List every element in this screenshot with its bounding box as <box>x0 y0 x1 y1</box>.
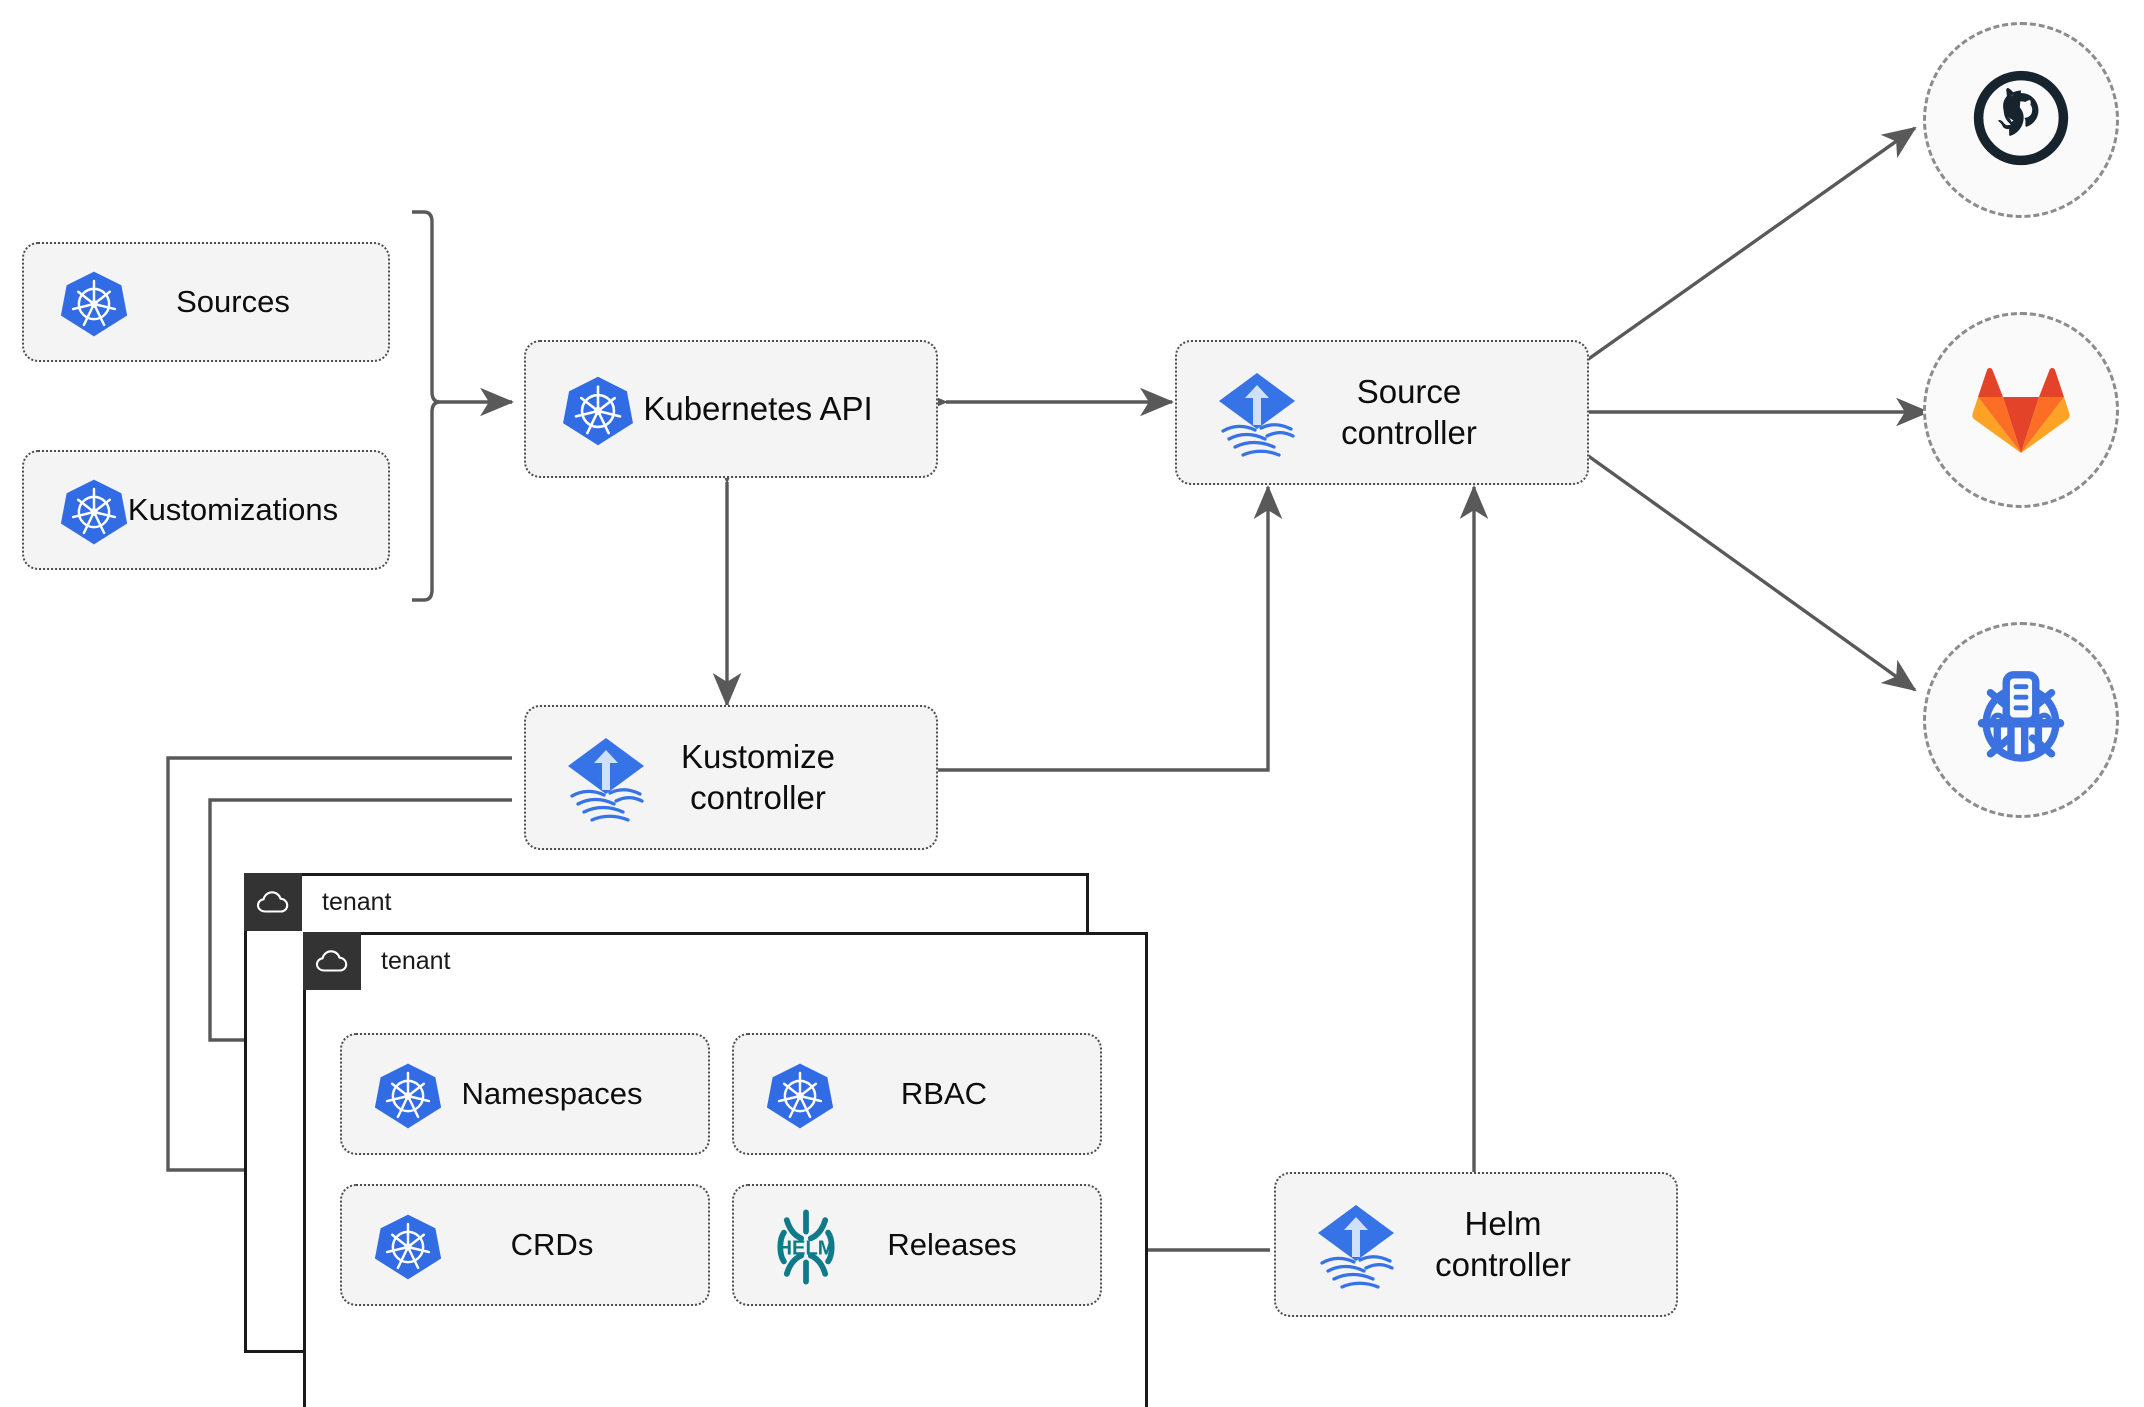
tenant-label-inner: tenant <box>381 946 451 975</box>
node-label: RBAC <box>900 1076 988 1112</box>
gitlab-icon <box>1969 359 2073 462</box>
tenant-header-outer: tenant <box>244 873 392 931</box>
node-kustomizations[interactable]: Kustomizations <box>22 450 390 570</box>
kubernetes-icon <box>372 1060 444 1132</box>
provider-helm-repository[interactable] <box>1923 622 2119 818</box>
provider-github[interactable] <box>1923 22 2119 218</box>
provider-gitlab[interactable] <box>1923 312 2119 508</box>
node-label: Kustomize controller <box>680 738 836 816</box>
node-helm-controller[interactable]: Helm controller <box>1274 1172 1678 1317</box>
github-icon <box>1968 65 2074 176</box>
node-label: CRDs <box>510 1227 594 1263</box>
node-rbac[interactable]: RBAC <box>732 1033 1102 1155</box>
kubernetes-icon <box>560 373 636 449</box>
node-label: Kubernetes API <box>643 389 873 427</box>
node-releases[interactable]: HELM Releases <box>732 1184 1102 1306</box>
flux-icon <box>1306 1197 1406 1297</box>
node-source-controller[interactable]: Source controller <box>1175 340 1589 485</box>
kubernetes-icon <box>58 268 130 340</box>
node-label: Kustomizations <box>127 492 339 528</box>
node-sources[interactable]: Sources <box>22 242 390 362</box>
node-crds[interactable]: CRDs <box>340 1184 710 1306</box>
helm-icon: HELM <box>758 1199 854 1295</box>
cloud-icon <box>244 873 302 931</box>
flux-icon <box>556 730 656 830</box>
node-label: Source controller <box>1341 373 1477 451</box>
kubernetes-icon <box>764 1060 836 1132</box>
node-label: Sources <box>176 284 290 320</box>
node-label: Releases <box>887 1227 1017 1263</box>
node-namespaces[interactable]: Namespaces <box>340 1033 710 1155</box>
kubernetes-icon <box>58 476 130 548</box>
flux-icon <box>1207 365 1307 465</box>
node-kustomize-controller[interactable]: Kustomize controller <box>524 705 938 850</box>
kubernetes-icon <box>372 1211 444 1283</box>
node-kubernetes-api[interactable]: Kubernetes API <box>524 340 938 478</box>
helm-repository-icon <box>1963 660 2079 781</box>
tenant-label-outer: tenant <box>322 887 392 916</box>
cloud-icon <box>303 932 361 990</box>
tenant-header-inner: tenant <box>303 932 451 990</box>
helm-wordmark: HELM <box>777 1238 834 1260</box>
tenant-container-inner <box>303 932 1148 1407</box>
node-label: Helm controller <box>1435 1205 1571 1283</box>
